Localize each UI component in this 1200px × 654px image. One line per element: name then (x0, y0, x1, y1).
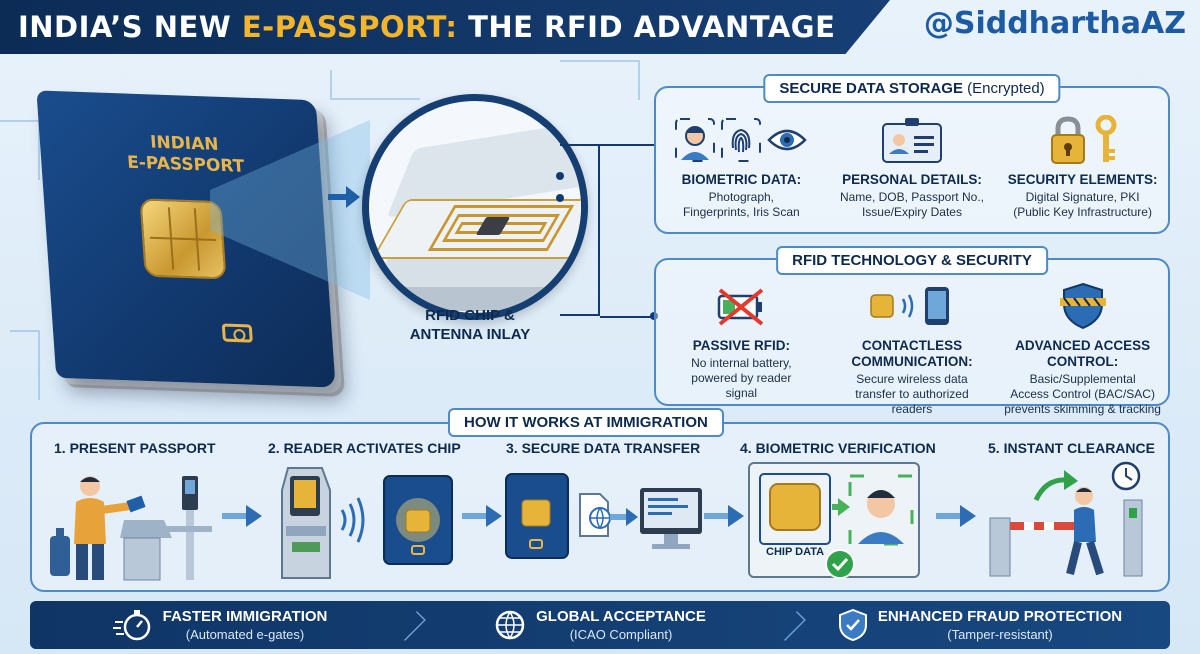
personal-details-heading: PERSONAL DETAILS: (842, 172, 982, 187)
chip-to-phone-icon (870, 287, 949, 325)
security-elements-heading: SECURITY ELEMENTS: (1007, 172, 1158, 187)
access-control-line3: prevents skimming & tracking (1004, 402, 1161, 416)
passive-rfid-line3: signal (725, 386, 757, 400)
access-control-line2: Access Control (BAC/SAC) (1010, 387, 1155, 401)
header: INDIA’S NEW E-PASSPORT: THE RFID ADVANTA… (0, 0, 1200, 54)
chip-data-label: CHIP DATA (766, 546, 825, 558)
reader-activates-chip-icon (281, 467, 453, 579)
footer-title: ENHANCED FRAUD PROTECTION (877, 608, 1123, 625)
connector-dot (556, 194, 564, 202)
footer-faster-immigration: FASTER IMMIGRATION (Automated e-gates) (30, 601, 410, 649)
arrow-right-icon (936, 505, 976, 527)
storage-title-note: (Encrypted) (967, 80, 1045, 97)
connector-line (560, 144, 600, 316)
globe-icon (495, 610, 525, 640)
footer-fraud-protection: ENHANCED FRAUD PROTECTION (Tamper-resist… (790, 601, 1170, 649)
key-icon (1095, 115, 1117, 162)
instant-clearance-icon (989, 461, 1143, 577)
chip-face-match-icon (759, 473, 914, 546)
padlock-icon (1050, 116, 1085, 164)
security-elements-item: SECURITY ELEMENTS: Digital Signature, PK… (997, 112, 1168, 220)
secure-data-storage-panel: SECURE DATA STORAGE (Encrypted) BIOMETRI… (654, 74, 1170, 234)
rfid-technology-panel: RFID TECHNOLOGY & SECURITY PASSIVE RFID:… (654, 246, 1170, 416)
eye-icon (767, 129, 808, 151)
personal-details-line2: Issue/Expiry Dates (861, 205, 962, 219)
shield-check-icon (838, 608, 867, 642)
no-battery-icon (718, 288, 764, 326)
title-bar: INDIA’S NEW E-PASSPORT: THE RFID ADVANTA… (0, 0, 890, 54)
biometric-line2: Fingerprints, Iris Scan (682, 205, 800, 219)
circuit-trace (10, 330, 40, 400)
arrow-right-icon (222, 505, 262, 527)
circuit-trace (560, 60, 640, 100)
connector-line (600, 144, 654, 146)
footer-title: GLOBAL ACCEPTANCE (536, 608, 706, 625)
footer-subtitle: (ICAO Compliant) (569, 627, 673, 642)
security-elements-line1: Digital Signature, PKI (1025, 190, 1140, 204)
biometric-line1: Photograph, (708, 190, 775, 204)
benefits-footer: FASTER IMMIGRATION (Automated e-gates) G… (30, 601, 1170, 649)
biometric-verification-panel: CHIP DATA (748, 462, 920, 579)
access-control-heading2: CONTROL: (1046, 354, 1119, 369)
panel-title: SECURE DATA STORAGE (Encrypted) (763, 74, 1061, 103)
shield-icon (1059, 282, 1106, 330)
panel-title: RFID TECHNOLOGY & SECURITY (776, 246, 1048, 275)
stopwatch-icon (112, 610, 150, 641)
security-elements-line2: (Public Key Infrastructure) (1013, 205, 1152, 219)
page-title: INDIA’S NEW E-PASSPORT: THE RFID ADVANTA… (18, 10, 835, 44)
passive-rfid-heading: PASSIVE RFID: (692, 338, 790, 353)
personal-details-line1: Name, DOB, Passport No., (839, 190, 984, 204)
title-suffix: THE RFID ADVANTAGE (457, 10, 836, 44)
contactless-communication-item: CONTACTLESS COMMUNICATION: Secure wirele… (827, 278, 998, 417)
epassport-symbol-icon (221, 323, 253, 343)
step-3-label: 3. SECURE DATA TRANSFER (506, 440, 701, 456)
chip-inlay-zoom (362, 94, 588, 320)
footer-global-acceptance: GLOBAL ACCEPTANCE (ICAO Compliant) (410, 601, 790, 649)
passive-rfid-line2: powered by reader (691, 371, 792, 385)
id-card-icon (881, 118, 942, 163)
footer-title: FASTER IMMIGRATION (162, 608, 328, 625)
contactless-line3: readers (891, 402, 933, 416)
author-handle: @SiddharthaAZ (923, 6, 1186, 41)
advanced-access-control-item: ADVANCED ACCESS CONTROL: Basic/Supplemen… (997, 278, 1168, 417)
face-icon (675, 118, 716, 162)
title-prefix: INDIA’S NEW (18, 10, 242, 44)
rfid-chip-label-line2: ANTENNA INLAY (409, 326, 531, 343)
contactless-line2: transfer to authorized (855, 387, 969, 401)
traveler-kiosk-icon (50, 476, 212, 581)
check-circle-icon (825, 549, 855, 579)
access-control-line1: Basic/Supplemental (1029, 372, 1136, 386)
biometric-data-item: BIOMETRIC DATA: Photograph,Fingerprints,… (656, 112, 827, 220)
secure-data-transfer-icon (505, 473, 702, 559)
contactless-line1: Secure wireless data (856, 372, 968, 386)
rfid-chip-label: RFID CHIP & ANTENNA INLAY (400, 306, 540, 344)
footer-subtitle: (Automated e-gates) (185, 627, 305, 642)
personal-details-item: PERSONAL DETAILS: Name, DOB, Passport No… (827, 112, 998, 220)
circuit-trace (330, 70, 420, 100)
access-control-heading: ADVANCED ACCESS (1015, 338, 1151, 353)
connector-line (600, 316, 654, 318)
step-4-label: 4. BIOMETRIC VERIFICATION (740, 440, 936, 456)
immigration-title: HOW IT WORKS AT IMMIGRATION (448, 408, 724, 437)
rfid-chip-label-line1: RFID CHIP & (425, 307, 515, 324)
circuit-trace (0, 120, 40, 180)
storage-title: SECURE DATA STORAGE (779, 80, 963, 97)
passport-cover-title: INDIAN E-PASSPORT (109, 131, 262, 178)
connector-dot (556, 172, 564, 180)
contactless-heading: CONTACTLESS (861, 338, 963, 353)
step-2-label: 2. READER ACTIVATES CHIP (268, 440, 461, 456)
arrow-right-icon (704, 505, 744, 527)
biometric-heading: BIOMETRIC DATA: (681, 172, 802, 187)
step-5-label: 5. INSTANT CLEARANCE (988, 440, 1155, 456)
fingerprint-icon (721, 118, 762, 162)
title-highlight: E-PASSPORT: (241, 10, 458, 44)
step-1-label: 1. PRESENT PASSPORT (54, 440, 216, 456)
passive-rfid-line1: No internal battery, (691, 356, 792, 370)
passive-rfid-item: PASSIVE RFID: No internal battery,powere… (656, 278, 827, 417)
arrow-right-icon (462, 505, 502, 527)
arrow-right-icon (328, 186, 360, 208)
contactless-heading2: COMMUNICATION: (851, 354, 973, 369)
footer-subtitle: (Tamper-resistant) (947, 627, 1053, 642)
passport-cover-line2: E-PASSPORT (126, 152, 246, 177)
